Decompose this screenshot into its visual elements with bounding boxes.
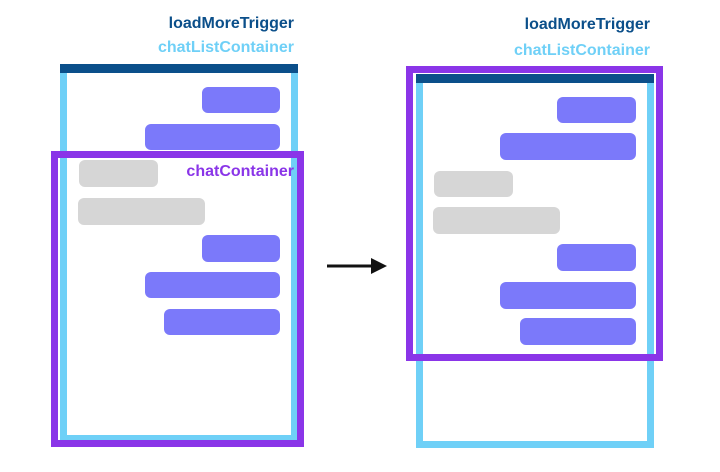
before-trigger-label: loadMoreTrigger [168, 15, 294, 32]
after-chat-container [406, 66, 663, 361]
before-bubble-received-2 [78, 198, 205, 225]
after-load-more-trigger [416, 74, 654, 83]
after-bubble-sent-4 [500, 282, 636, 309]
before-chat-list-container [60, 73, 298, 442]
after-bubble-sent-5 [520, 318, 636, 345]
before-bubble-sent-2 [145, 124, 280, 150]
after-chat-list-container [416, 83, 654, 448]
before-chat-container [51, 151, 304, 447]
before-load-more-trigger [60, 64, 298, 73]
before-bubble-sent-5 [164, 309, 280, 335]
before-bubble-received-1 [79, 160, 158, 187]
right-arrow-icon [327, 258, 387, 274]
after-list-label: chatListContainer [513, 42, 650, 59]
after-bubble-sent-2 [500, 133, 636, 160]
before-list-label: chatListContainer [157, 39, 294, 56]
before-bubble-sent-3 [202, 235, 280, 262]
after-bubble-received-2 [433, 207, 560, 234]
before-bubble-sent-1 [202, 87, 280, 113]
before-container-label: chatContainer [186, 163, 294, 180]
after-bubble-sent-1 [557, 97, 636, 123]
after-trigger-label: loadMoreTrigger [524, 16, 650, 33]
after-bubble-sent-3 [557, 244, 636, 271]
before-bubble-sent-4 [145, 272, 280, 298]
after-bubble-received-1 [434, 171, 513, 197]
